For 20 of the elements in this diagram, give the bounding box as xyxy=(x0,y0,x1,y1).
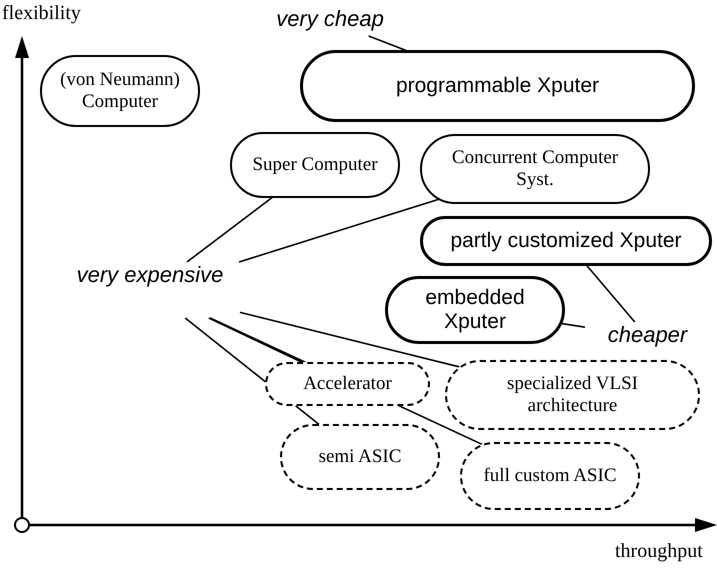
box-label: Super Computer xyxy=(252,154,378,176)
box-label: partly customized Xputer xyxy=(450,228,682,254)
leader-line xyxy=(238,198,440,263)
annotation-text: very expensive xyxy=(60,262,240,288)
box-label: Concurrent Computer Syst. xyxy=(450,147,620,191)
box-label: embedded Xputer xyxy=(424,286,526,334)
annotation-text: cheaper xyxy=(585,322,710,348)
annotation-text: very cheap xyxy=(240,6,420,32)
leader-line xyxy=(584,263,636,323)
box-label: (von Neumann) Computer xyxy=(59,69,181,113)
box-label: specialized VLSI architecture xyxy=(506,373,640,417)
rounded-box xyxy=(420,216,712,266)
box-label: full custom ASIC xyxy=(483,465,616,487)
box-label: semi ASIC xyxy=(318,446,402,468)
axis-label: flexibility xyxy=(2,2,81,25)
box-label: programmable Xputer xyxy=(396,74,600,98)
axis-label: throughput xyxy=(615,540,703,563)
box-label: Accelerator xyxy=(303,373,392,395)
leader-line xyxy=(240,312,460,368)
leader-line xyxy=(560,322,586,328)
